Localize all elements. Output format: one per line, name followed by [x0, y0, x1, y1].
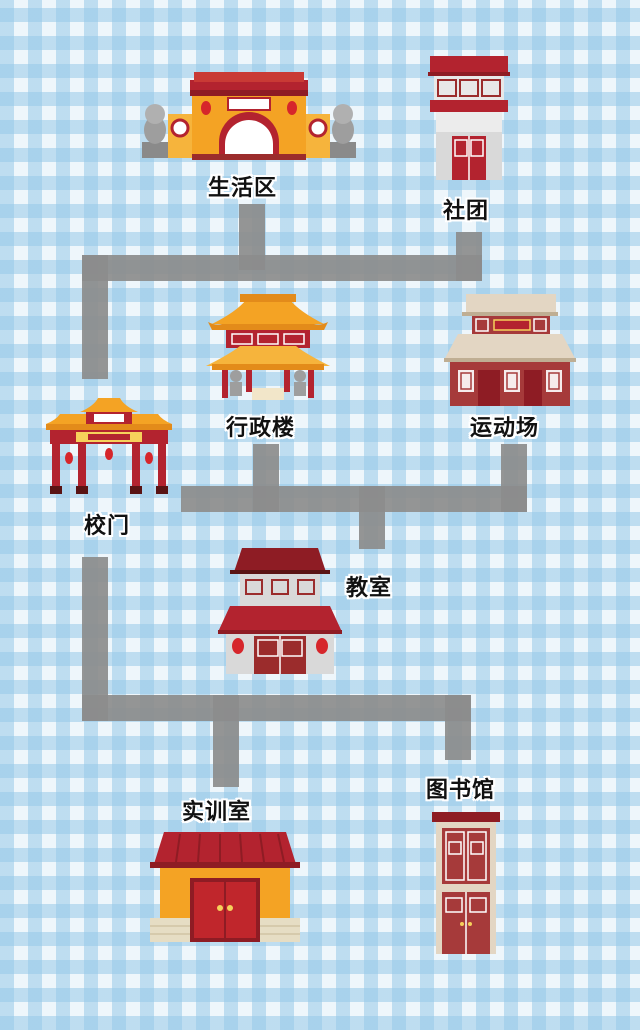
path-training-down — [213, 695, 239, 787]
path-classroom-stub — [359, 486, 385, 549]
sports-field-label: 运动场 — [470, 416, 540, 441]
training-room-building-icon[interactable] — [150, 830, 300, 944]
sports-field-building-icon[interactable] — [444, 294, 576, 406]
path-library-down — [445, 695, 471, 760]
classroom-building-icon[interactable] — [218, 548, 342, 674]
path-top-horizontal — [82, 255, 482, 281]
living-area-label: 生活区 — [208, 176, 278, 201]
path-clubs-down — [456, 232, 482, 281]
clubs-building-icon[interactable] — [428, 56, 510, 180]
admin-building-label: 行政楼 — [226, 416, 296, 441]
path-bottom-horizontal — [82, 695, 471, 721]
school-gate-icon[interactable] — [46, 398, 172, 494]
clubs-label: 社团 — [443, 199, 490, 224]
living-area-gate-icon[interactable] — [140, 72, 358, 162]
path-left-upper — [82, 255, 108, 379]
classroom-label: 教室 — [346, 576, 393, 601]
school-gate-label: 校门 — [84, 514, 131, 539]
path-sports-down — [501, 444, 527, 512]
library-label: 图书馆 — [426, 778, 496, 803]
path-left-lower — [82, 557, 108, 721]
library-building-icon[interactable] — [430, 812, 502, 954]
admin-building-icon[interactable] — [206, 294, 330, 400]
training-room-label: 实训室 — [182, 800, 252, 825]
path-middle-horizontal — [181, 486, 527, 512]
